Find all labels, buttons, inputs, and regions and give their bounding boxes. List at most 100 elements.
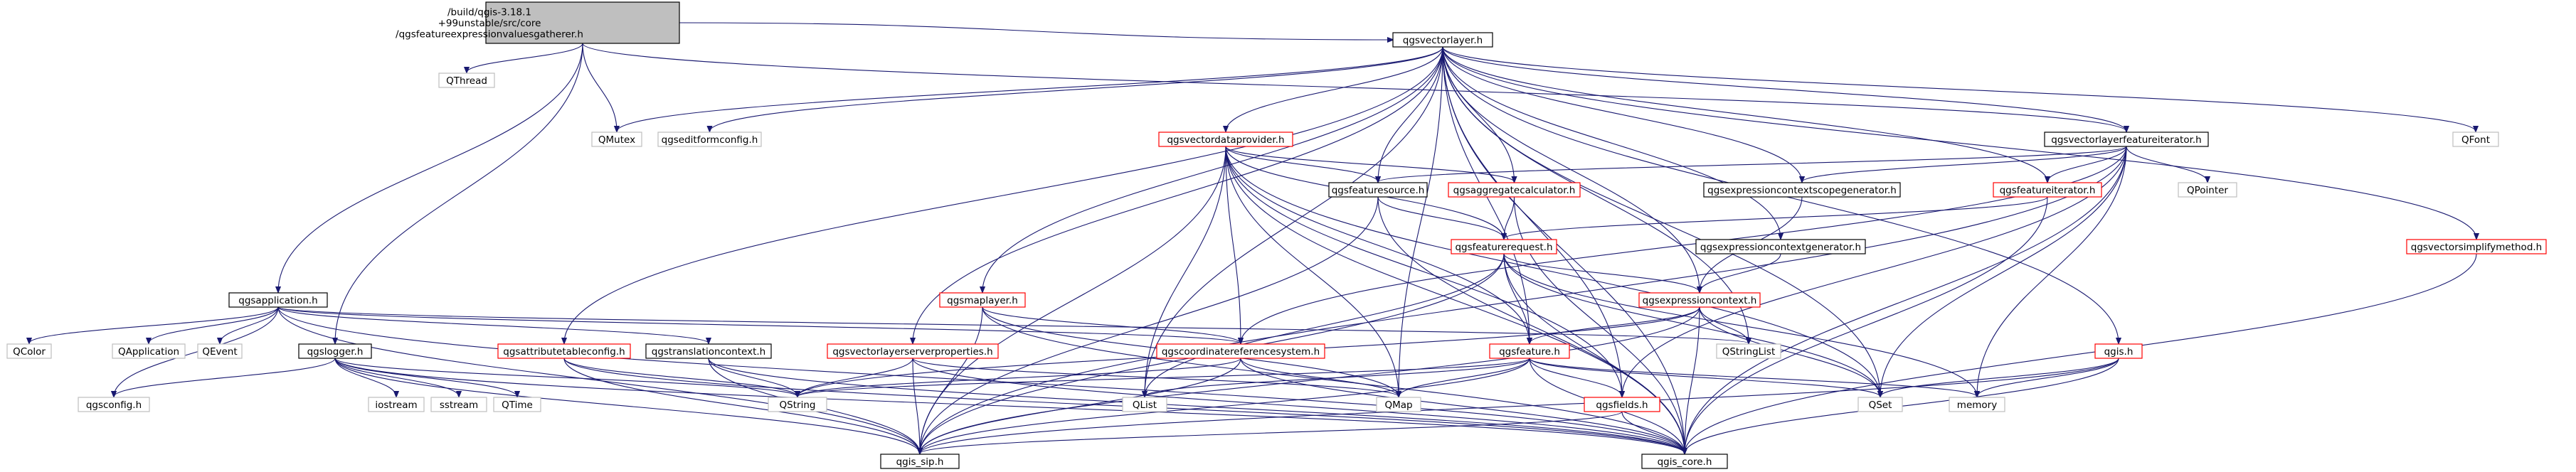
edge-qgsvectorlayerfeatureiterator-to-memory: [1977, 146, 2127, 397]
edge-qgsfeaturerequest-to-memory: [1503, 253, 1977, 397]
node-qgscoordinatereferencesystem[interactable]: qgscoordinatereferencesystem.h: [1156, 343, 1325, 359]
edge-qgstranslationcontext-to-qstring: [708, 358, 797, 397]
node-box: [827, 343, 999, 359]
node-qcolor[interactable]: QColor: [6, 343, 52, 359]
edge-qgsapplication-to-qgsconfig: [114, 306, 279, 397]
node-qevent[interactable]: QEvent: [197, 343, 243, 359]
edge-qgsvectordataprovider-to-qgscoordinatereferencesystem: [1225, 146, 1241, 343]
node-qgis_sip[interactable]: qgis_sip.h: [880, 454, 960, 469]
node-qgsaggregatecalculator[interactable]: qgsaggregatecalculator.h: [1448, 182, 1581, 198]
edge-qgsvectorlayerserverproperties-to-qgis_sip: [912, 358, 920, 454]
edge-qgsfeature-to-qmap: [1399, 358, 1530, 397]
node-iostream[interactable]: iostream: [368, 397, 425, 412]
edge-qgsvectorlayer-to-qmap: [1399, 46, 1443, 397]
node-root[interactable]: /build/qgis-3.18.1+99unstable/src/core/q…: [396, 1, 680, 44]
node-qgsvectorlayerfeatureiterator[interactable]: qgsvectorlayerfeatureiterator.h: [2044, 132, 2209, 147]
edge-qgsvectorlayer-to-qgsvectorsimplifymethod: [1442, 46, 2476, 239]
node-qthread[interactable]: QThread: [438, 73, 495, 88]
node-qgsfeatureiterator[interactable]: qgsfeatureiterator.h: [1993, 182, 2102, 198]
edge-qgsvectorlayerfeatureiterator-to-qgsfeatureiterator: [2047, 146, 2127, 182]
edge-qgsfeatureiterator-to-qgsfeaturerequest: [1504, 196, 2048, 239]
node-qlist[interactable]: QList: [1122, 397, 1167, 412]
node-sstream[interactable]: sstream: [430, 397, 487, 412]
node-qgsapplication[interactable]: qgsapplication.h: [228, 292, 328, 308]
node-qgsexpressioncontext[interactable]: qgsexpressioncontext.h: [1638, 292, 1761, 308]
edge-qgsvectorlayer-to-qgsexpressioncontextgenerator: [1442, 46, 1781, 239]
node-qmutex[interactable]: QMutex: [591, 132, 642, 147]
edge-qgslogger-to-qgis_core: [334, 358, 1685, 454]
edge-qgsapplication-to-qevent: [220, 306, 279, 343]
node-qapplication[interactable]: QApplication: [112, 343, 186, 359]
node-qgseditformconfig[interactable]: qgseditformconfig.h: [657, 132, 762, 147]
edge-qgsapplication-to-qapplication: [149, 306, 279, 343]
node-box: [6, 343, 52, 359]
node-qgsconfig[interactable]: qgsconfig.h: [78, 397, 150, 412]
node-label: qgis_sip.h: [896, 456, 944, 468]
edge-qgsmaplayer-to-qgis_sip: [920, 306, 983, 454]
node-qgslogger[interactable]: qgslogger.h: [298, 343, 372, 359]
edge-qgscoordinatereferencesystem-to-qstring: [797, 358, 1241, 397]
node-qgsexpressioncontextgenerator[interactable]: qgsexpressioncontextgenerator.h: [1695, 239, 1866, 254]
node-qgstranslationcontext[interactable]: qgstranslationcontext.h: [645, 343, 772, 359]
edge-qgsvectorlayerfeatureiterator-to-qgsexpressioncontextscopegenerator: [1802, 146, 2127, 182]
node-qstringlist[interactable]: QStringList: [1716, 343, 1781, 359]
node-qmap[interactable]: QMap: [1376, 397, 1421, 412]
edge-qgsvectorlayer-to-qgsexpressioncontextscopegenerator: [1442, 46, 1802, 182]
node-label: QSet: [1869, 399, 1892, 411]
edge-qgsvectorlayer-to-qgsaggregatecalculator: [1442, 46, 1515, 182]
node-qpointer[interactable]: QPointer: [2178, 182, 2237, 198]
node-box: [438, 73, 495, 88]
node-qgsvectorsimplifymethod[interactable]: qgsvectorsimplifymethod.h: [2406, 239, 2547, 254]
node-memory[interactable]: memory: [1949, 397, 2005, 412]
node-box: [1156, 343, 1325, 359]
node-box: [1949, 397, 2005, 412]
node-box: [1328, 182, 1428, 198]
node-box: [2452, 132, 2499, 147]
edge-qgsvectorlayer-to-qgsfeaturesource: [1378, 46, 1443, 182]
node-qgsfeaturerequest[interactable]: qgsfeaturerequest.h: [1451, 239, 1557, 254]
edge-qgslogger-to-qgis_sip: [334, 358, 920, 454]
node-qset[interactable]: QSet: [1857, 397, 1903, 412]
node-label: QColor: [13, 346, 46, 358]
node-qgis_core[interactable]: qgis_core.h: [1641, 454, 1728, 469]
node-qgsmaplayer[interactable]: qgsmaplayer.h: [939, 292, 1026, 308]
node-label: QPointer: [2187, 185, 2228, 196]
node-label: QStringList: [1722, 346, 1776, 358]
edge-qgsexpressioncontext-to-qset: [1699, 306, 1880, 397]
node-label: QFont: [2461, 134, 2490, 146]
edge-qgsfeature-to-qgsfields: [1529, 358, 1622, 397]
node-box: [2178, 182, 2237, 198]
edge-qgsvectorlayer-to-qgsattributetableconfig: [564, 46, 1443, 343]
node-label: qgsaggregatecalculator.h: [1453, 185, 1576, 196]
node-box: [1716, 343, 1781, 359]
node-label: qgsfeature.h: [1499, 346, 1560, 358]
node-qstring[interactable]: QString: [768, 397, 827, 412]
edge-qgslogger-to-qgsconfig: [114, 358, 336, 397]
node-qgsexpressioncontextscopegenerator[interactable]: qgsexpressioncontextscopegenerator.h: [1703, 182, 1901, 198]
node-label: qgsvectorsimplifymethod.h: [2411, 242, 2543, 253]
edge-qgsapplication-to-qgis_sip: [277, 306, 920, 454]
node-label: qgsmaplayer.h: [947, 295, 1018, 306]
edge-qgis-to-qset: [1880, 358, 2119, 397]
edge-qgscoordinatereferencesystem-to-qgis_sip: [920, 358, 1241, 454]
edge-qgscoordinatereferencesystem-to-qmap: [1240, 358, 1399, 397]
node-qgsvectorlayerserverproperties[interactable]: qgsvectorlayerserverproperties.h: [827, 343, 999, 359]
node-label: QThread: [446, 75, 487, 87]
node-qgsvectordataprovider[interactable]: qgsvectordataprovider.h: [1158, 132, 1293, 147]
node-qgsfields[interactable]: qgsfields.h: [1584, 397, 1660, 412]
edge-qgsvectorlayer-to-qgsvectorlayerfeatureiterator: [1442, 46, 2126, 132]
edge-qgslogger-to-qstring: [334, 358, 797, 397]
node-box: [645, 343, 772, 359]
node-qgis[interactable]: qgis.h: [2094, 343, 2143, 359]
node-qtime[interactable]: QTime: [493, 397, 541, 412]
edge-qgsvectorsimplifymethod-to-qgis_core: [1685, 253, 2477, 454]
node-qgsattributetableconfig[interactable]: qgsattributetableconfig.h: [497, 343, 631, 359]
node-box: [1638, 292, 1761, 308]
node-qfont[interactable]: QFont: [2452, 132, 2499, 147]
node-qgsfeaturesource[interactable]: qgsfeaturesource.h: [1328, 182, 1428, 198]
node-box: [1376, 397, 1421, 412]
node-qgsvectorlayer[interactable]: qgsvectorlayer.h: [1392, 32, 1493, 48]
node-label: qgsfeaturesource.h: [1332, 185, 1425, 196]
node-qgsfeature[interactable]: qgsfeature.h: [1489, 343, 1570, 359]
edge-qgsvectordataprovider-to-qlist: [1145, 146, 1226, 397]
